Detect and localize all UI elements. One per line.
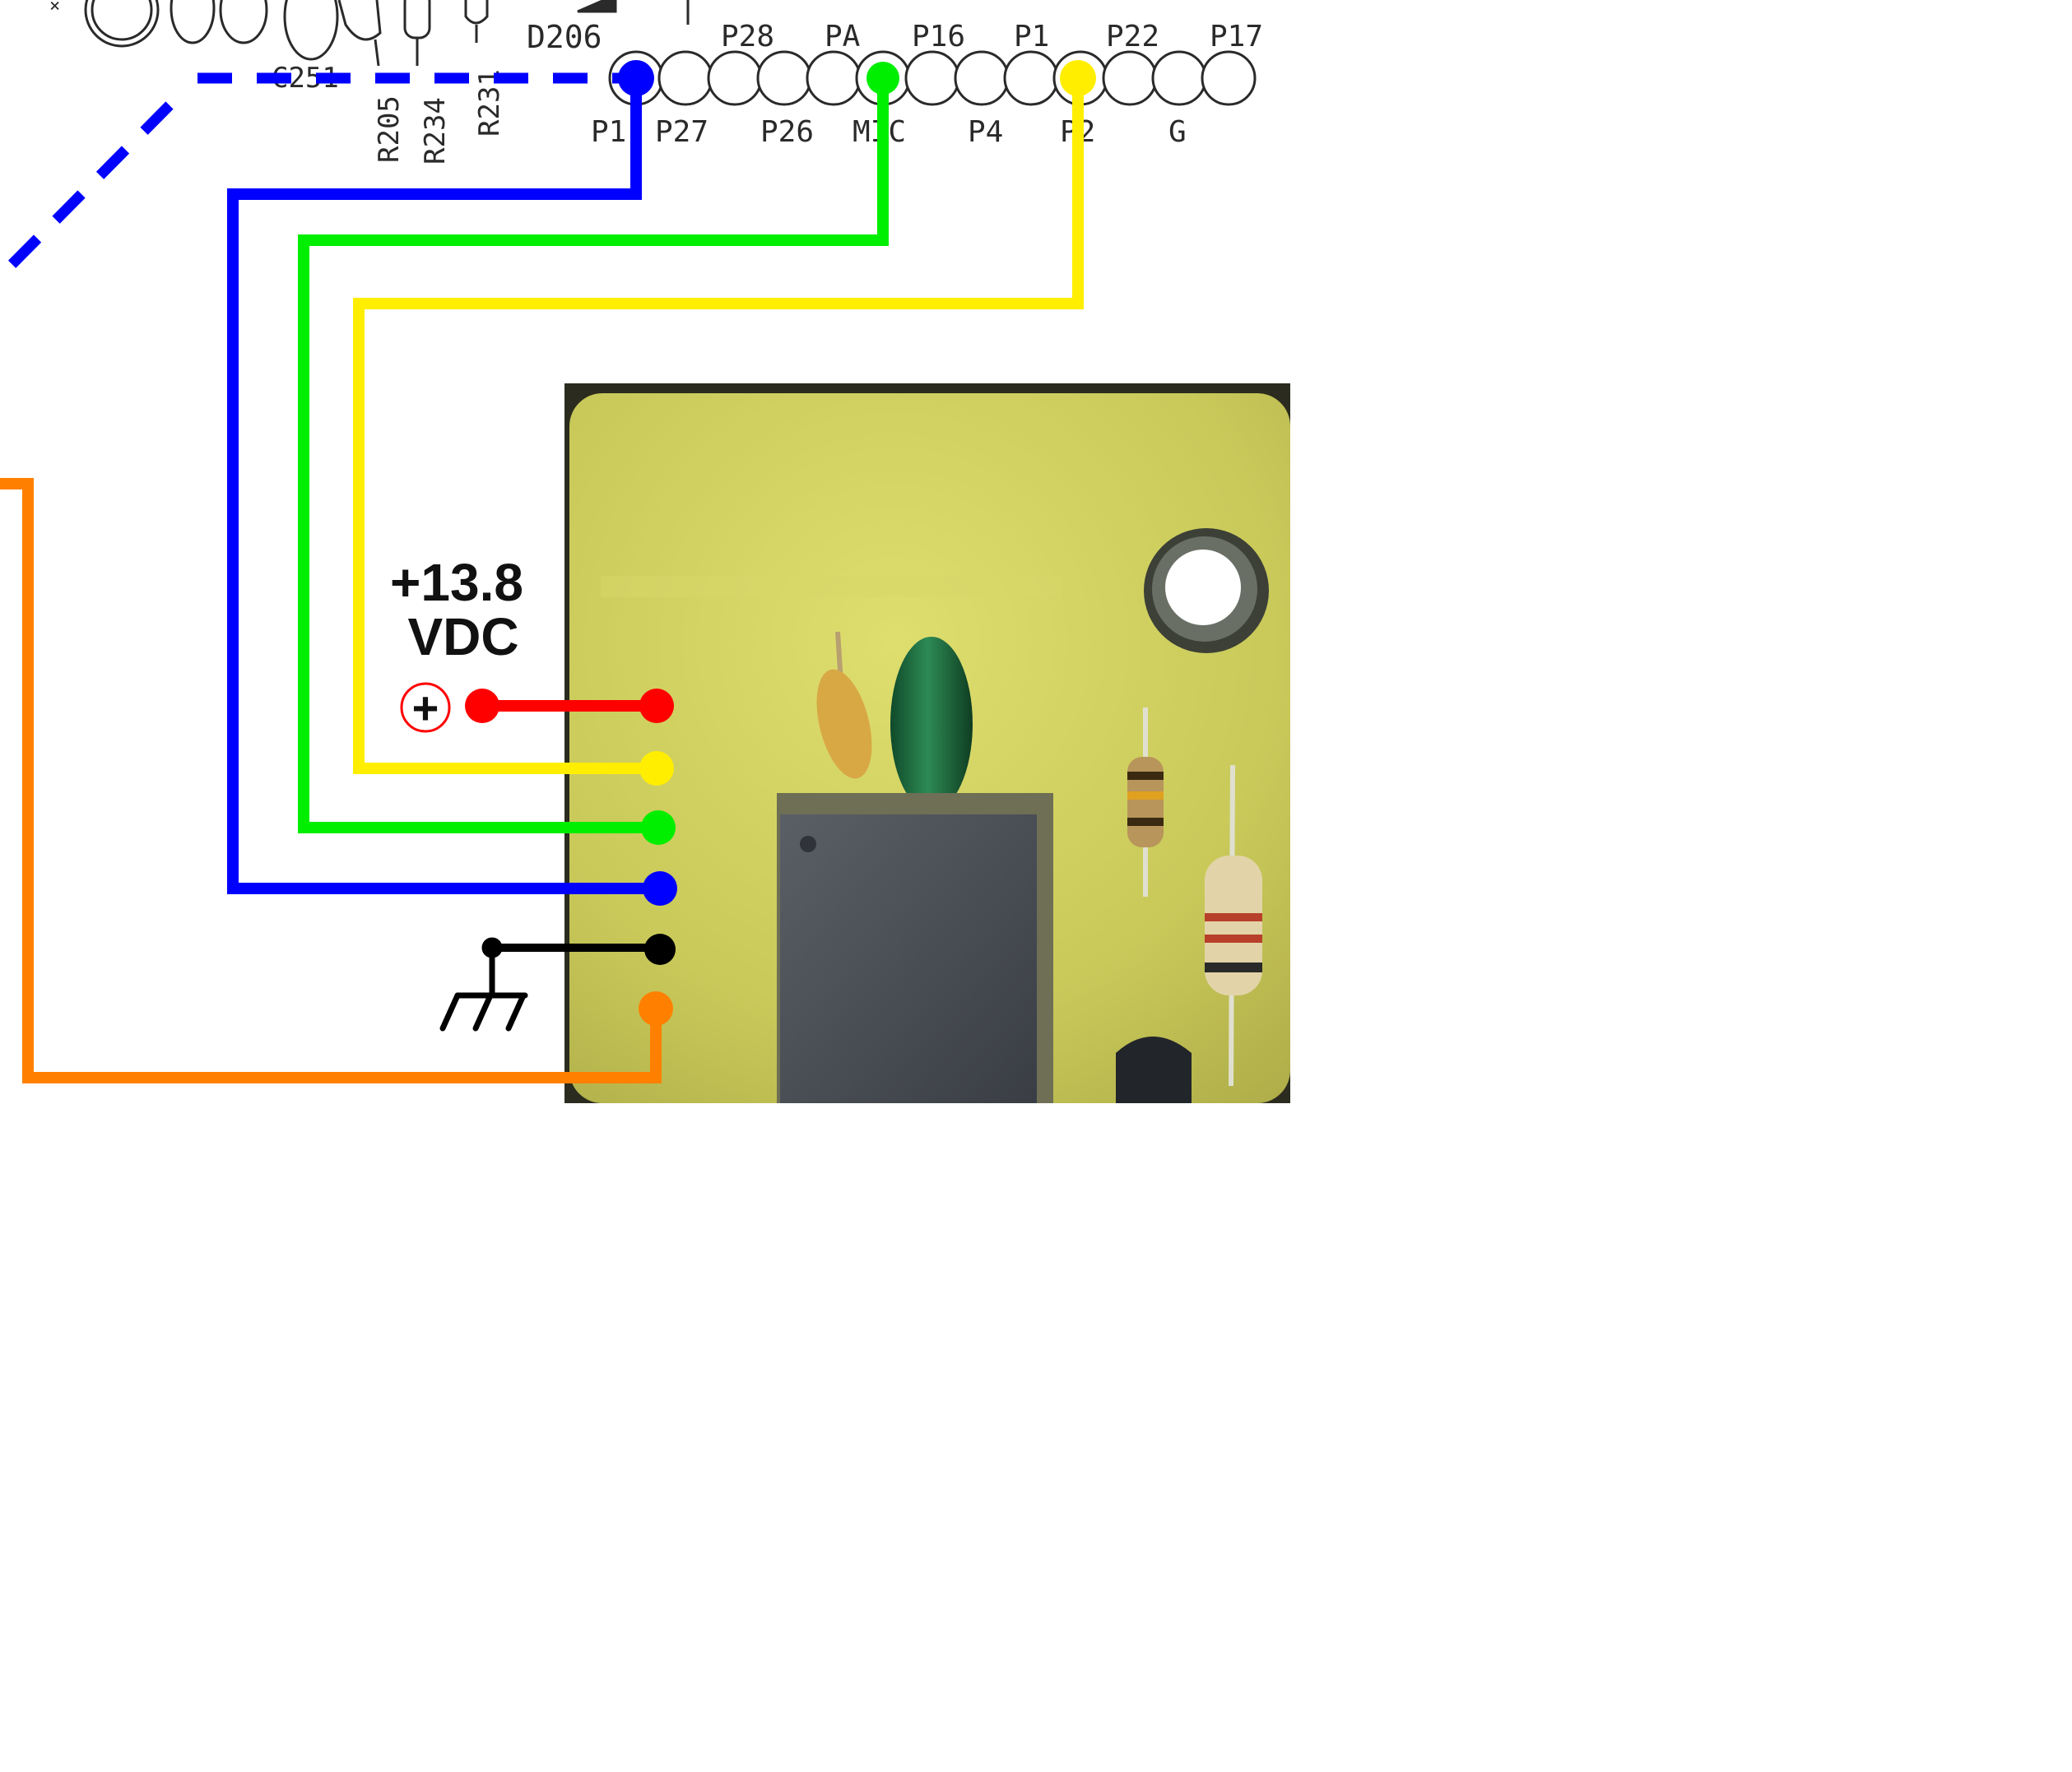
label-r205: R205 xyxy=(373,95,406,163)
pin-label-p16: P16 xyxy=(912,20,965,53)
board-pad-red xyxy=(639,689,674,723)
board-pad-black xyxy=(644,934,676,965)
pin-dot-yellow xyxy=(1060,60,1096,96)
green-wire xyxy=(298,78,889,833)
power-dot-red xyxy=(465,689,499,723)
diagram-canvas: × C251 R205 R234 R231 D206 P28 PA P1 xyxy=(0,0,1290,1103)
svg-text:×: × xyxy=(49,0,60,16)
pin-label-p1-top: P1 xyxy=(1014,20,1049,53)
power-voltage-label: +13.8 xyxy=(390,553,523,612)
plus-terminal-icon: + xyxy=(400,682,451,734)
wiring-diagram: × C251 R205 R234 R231 D206 P28 PA P1 xyxy=(0,0,1290,1103)
power-unit-label: VDC xyxy=(407,607,518,666)
board-pad-yellow xyxy=(639,751,674,786)
pin-label-p22: P22 xyxy=(1106,20,1159,53)
yellow-wire xyxy=(353,78,1084,774)
pin-header xyxy=(608,50,1257,106)
board-pad-blue xyxy=(643,871,677,906)
pin-label-p28: P28 xyxy=(721,20,774,53)
pin-dot-blue xyxy=(618,60,654,96)
ic-chip xyxy=(777,793,1053,1103)
pin-label-p4: P4 xyxy=(968,115,1003,149)
orange-wire xyxy=(0,478,662,1083)
pin-label-p26: P26 xyxy=(760,115,814,149)
electrolytic-capacitor xyxy=(1144,528,1269,653)
label-d206: D206 xyxy=(527,19,602,55)
pin-label-p17: P17 xyxy=(1210,20,1263,53)
label-r234: R234 xyxy=(419,97,452,165)
blue-dashed-diagonal xyxy=(0,101,174,281)
ceramic-capacitor xyxy=(816,631,872,779)
silkscreen-components: × xyxy=(49,0,690,67)
ground-symbol xyxy=(439,937,528,1032)
pin-label-pa: PA xyxy=(825,20,861,53)
pcb-board xyxy=(564,383,1290,1103)
pin-dot-green xyxy=(866,62,899,95)
svg-text:+: + xyxy=(412,682,439,734)
resistor-large xyxy=(1205,764,1262,1087)
transistor xyxy=(1116,1037,1192,1103)
pin-label-g: G xyxy=(1168,115,1187,149)
board-pad-green xyxy=(641,810,676,845)
board-pad-orange xyxy=(639,991,673,1026)
film-capacitor xyxy=(890,637,973,811)
pin-label-p27: P27 xyxy=(655,115,708,149)
pin-label-p1-bottom: P1 xyxy=(591,115,626,149)
resistor-small xyxy=(1127,707,1164,897)
blue-wire xyxy=(227,78,658,894)
